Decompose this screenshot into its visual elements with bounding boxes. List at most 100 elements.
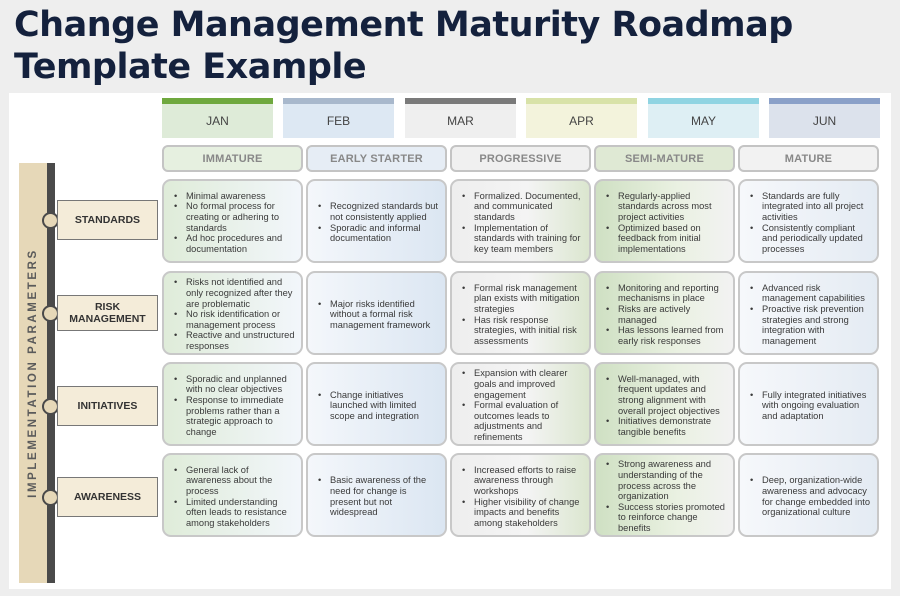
matrix-cell: Monitoring and reporting mechanisms in p… (594, 271, 735, 355)
param-label-awareness: AWARENESS (57, 477, 158, 517)
bullet-item: Risks not identified and only recognized… (172, 277, 296, 309)
bullet-item: General lack of awareness about the proc… (172, 465, 296, 497)
param-label-text: INITIATIVES (77, 399, 138, 412)
bullet-item: Consistently compliant and periodically … (748, 223, 872, 255)
bullet-list: Formalized. Documented, and communicated… (460, 191, 584, 255)
bullet-list: Basic awareness of the need for change i… (316, 475, 440, 517)
param-label-text: AWARENESS (73, 490, 142, 503)
bullet-list: Sporadic and unplanned with no clear obj… (172, 374, 296, 438)
bullet-item: Expansion with clearer goals and improve… (460, 368, 584, 400)
bullet-item: Has risk response strategies, with initi… (460, 315, 584, 347)
matrix-cell: Expansion with clearer goals and improve… (450, 362, 591, 446)
bullet-item: Initiatives demonstrate tangible benefit… (604, 416, 728, 437)
stage-header-immature: IMMATURE (162, 145, 303, 172)
bullet-list: Regularly-applied standards across most … (604, 191, 728, 255)
bullet-item: Higher visibility of change impacts and … (460, 497, 584, 529)
matrix-cell: Regularly-applied standards across most … (594, 179, 735, 263)
bullet-item: Increased efforts to raise awareness thr… (460, 465, 584, 497)
bullet-item: Regularly-applied standards across most … (604, 191, 728, 223)
month-header-mar: MAR (405, 98, 516, 138)
month-color-bar (405, 98, 516, 104)
bullet-item: Sporadic and unplanned with no clear obj… (172, 374, 296, 395)
side-rail-label: IMPLEMENTATION PARAMETERS (27, 248, 39, 498)
matrix-cell: Formalized. Documented, and communicated… (450, 179, 591, 263)
bullet-item: Major risks identified without a formal … (316, 299, 440, 331)
bullet-list: Strong awareness and understanding of th… (604, 459, 728, 533)
bullet-list: Change initiatives launched with limited… (316, 390, 440, 422)
bullet-item: Formal risk management plan exists with … (460, 283, 584, 315)
matrix-cell: Strong awareness and understanding of th… (594, 453, 735, 537)
bullet-item: Has lessons learned from early risk resp… (604, 325, 728, 346)
month-color-bar (769, 98, 880, 104)
bullet-item: Recognized standards but not consistentl… (316, 201, 440, 222)
bullet-list: Minimal awarenessNo formal process for c… (172, 191, 296, 255)
stage-header-progressive: PROGRESSIVE (450, 145, 591, 172)
bullet-item: Standards are fully integrated into all … (748, 191, 872, 223)
param-label-risk-management: RISK MANAGEMENT (57, 295, 158, 331)
matrix-cell: Fully integrated initiatives with ongoin… (738, 362, 879, 446)
bullet-item: Success stories promoted to reinforce ch… (604, 502, 728, 534)
bullet-item: Risks are actively managed (604, 304, 728, 325)
bullet-item: No risk identification or management pro… (172, 309, 296, 330)
month-header-feb: FEB (283, 98, 394, 138)
month-color-bar (526, 98, 637, 104)
month-header-may: MAY (648, 98, 759, 138)
bullet-item: Limited understanding often leads to res… (172, 497, 296, 529)
matrix-cell: Major risks identified without a formal … (306, 271, 447, 355)
bullet-item: Sporadic and informal documentation (316, 223, 440, 244)
param-label-text: RISK MANAGEMENT (69, 300, 146, 326)
bullet-item: Well-managed, with frequent updates and … (604, 374, 728, 416)
matrix-cell: Risks not identified and only recognized… (162, 271, 303, 355)
month-label: JUN (812, 113, 837, 128)
param-label-standards: STANDARDS (57, 200, 158, 240)
bullet-list: Recognized standards but not consistentl… (316, 201, 440, 243)
side-rail-line (47, 163, 55, 583)
month-color-bar (648, 98, 759, 104)
bullet-item: Change initiatives launched with limited… (316, 390, 440, 422)
page-title: Change Management Maturity Roadmap Templ… (14, 5, 793, 87)
month-label: FEB (326, 113, 351, 128)
bullet-list: Increased efforts to raise awareness thr… (460, 465, 584, 529)
bullet-item: Advanced risk management capabilities (748, 283, 872, 304)
bullet-item: Strong awareness and understanding of th… (604, 459, 728, 501)
param-label-text: STANDARDS (74, 213, 141, 226)
bullet-list: Fully integrated initiatives with ongoin… (748, 390, 872, 422)
bullet-item: No formal process for creating or adheri… (172, 201, 296, 233)
matrix-cell: Increased efforts to raise awareness thr… (450, 453, 591, 537)
month-header-jun: JUN (769, 98, 880, 138)
stage-header-mature: MATURE (738, 145, 879, 172)
matrix-cell: Deep, organization-wide awareness and ad… (738, 453, 879, 537)
matrix-cell: Advanced risk management capabilitiesPro… (738, 271, 879, 355)
bullet-list: Expansion with clearer goals and improve… (460, 368, 584, 442)
matrix-cell: Basic awareness of the need for change i… (306, 453, 447, 537)
bullet-item: Formal evaluation of outcomes leads to a… (460, 400, 584, 442)
month-label: JAN (206, 113, 229, 128)
bullet-item: Formalized. Documented, and communicated… (460, 191, 584, 223)
matrix-cell: Formal risk management plan exists with … (450, 271, 591, 355)
bullet-item: Monitoring and reporting mechanisms in p… (604, 283, 728, 304)
bullet-item: Proactive risk prevention strategies and… (748, 304, 872, 346)
bullet-list: Advanced risk management capabilitiesPro… (748, 283, 872, 347)
bullet-item: Fully integrated initiatives with ongoin… (748, 390, 872, 422)
side-rail-band (19, 163, 47, 583)
bullet-list: Risks not identified and only recognized… (172, 277, 296, 351)
bullet-item: Implementation of standards with trainin… (460, 223, 584, 255)
month-color-bar (283, 98, 394, 104)
month-label: MAY (690, 113, 717, 128)
bullet-item: Basic awareness of the need for change i… (316, 475, 440, 517)
month-color-bar (162, 98, 273, 104)
bullet-list: Major risks identified without a formal … (316, 299, 440, 331)
stage-header-early-starter: EARLY STARTER (306, 145, 447, 172)
month-header-jan: JAN (162, 98, 273, 138)
bullet-list: Standards are fully integrated into all … (748, 191, 872, 255)
bullet-item: Optimized based on feedback from initial… (604, 223, 728, 255)
matrix-cell: Change initiatives launched with limited… (306, 362, 447, 446)
bullet-item: Reactive and unstructured responses (172, 330, 296, 351)
month-header-apr: APR (526, 98, 637, 138)
bullet-list: Well-managed, with frequent updates and … (604, 374, 728, 438)
bullet-list: Monitoring and reporting mechanisms in p… (604, 283, 728, 347)
matrix-cell: Sporadic and unplanned with no clear obj… (162, 362, 303, 446)
matrix-cell: General lack of awareness about the proc… (162, 453, 303, 537)
bullet-list: Formal risk management plan exists with … (460, 283, 584, 347)
bullet-item: Ad hoc procedures and documentation (172, 233, 296, 254)
